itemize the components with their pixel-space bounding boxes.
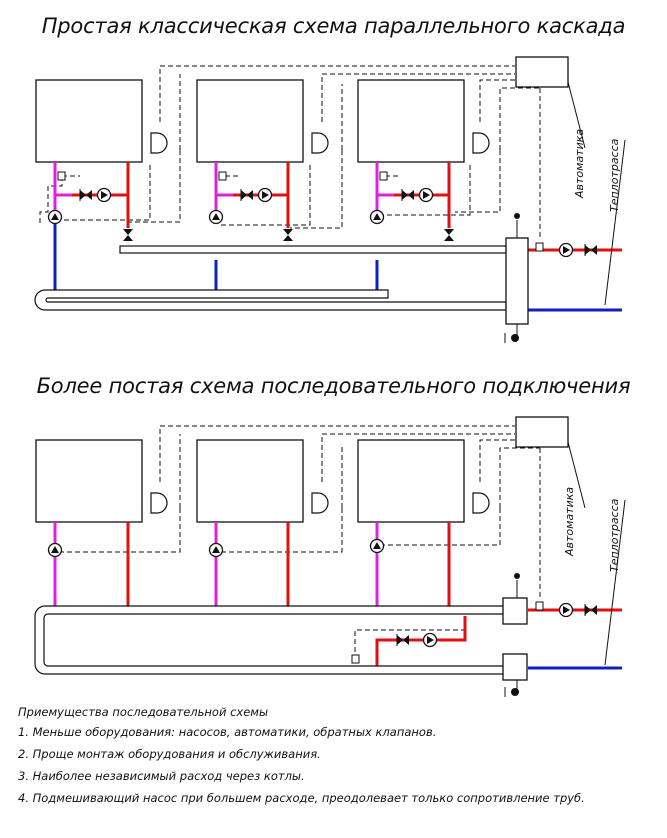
- note-item: 1. Меньше оборудования: насосов, автомат…: [18, 725, 437, 739]
- control-wiring: [39, 65, 541, 240]
- notes-heading: Приемущества последовательной схемы: [18, 705, 269, 719]
- automation-label: Автоматика: [573, 128, 586, 198]
- pump-icon: [422, 632, 438, 648]
- pump-icon: [96, 187, 112, 203]
- check-valve-icon: [396, 633, 410, 647]
- automation-controller: [515, 416, 569, 448]
- burner-icon: [311, 492, 329, 514]
- boiler-2: [196, 439, 304, 523]
- top-diagram-title: Простая классическая схема параллельного…: [41, 14, 626, 38]
- shutoff-valve-icon: [283, 229, 293, 241]
- loop-pipe: [34, 605, 507, 675]
- return-pipes: [53, 222, 622, 312]
- lower-manifold-block: [502, 653, 528, 681]
- check-valve-icon: [79, 188, 93, 202]
- supply-pipes: [126, 522, 622, 666]
- boiler-3: [357, 79, 465, 163]
- pump-icon: [418, 187, 434, 203]
- shutoff-valve-icon: [444, 229, 454, 241]
- pump-icon: [47, 209, 63, 225]
- boiler-3: [357, 439, 465, 523]
- heating-main-label: Теплотрасса: [608, 498, 621, 572]
- pump-icon: [369, 538, 385, 554]
- note-item: 2. Проще монтаж оборудования и обслужива…: [18, 747, 321, 761]
- note-item: 3. Наиболее независимый расход через кот…: [18, 769, 305, 783]
- pump-icon: [208, 209, 224, 225]
- burner-icon: [150, 132, 168, 154]
- check-valve-icon: [584, 243, 598, 257]
- control-wiring: [60, 425, 541, 652]
- pump-icon: [558, 242, 574, 258]
- upper-manifold-block: [502, 597, 528, 625]
- note-item: 4. Подмешивающий насос при большем расхо…: [18, 791, 585, 805]
- pump-icon: [257, 187, 273, 203]
- burner-icon: [311, 132, 329, 154]
- burner-icon: [472, 132, 490, 154]
- boiler-1: [35, 439, 143, 523]
- burner-icon: [150, 492, 168, 514]
- automation-label: Автоматика: [563, 486, 576, 556]
- bottom-diagram-title: Более постая схема последовательного под…: [36, 374, 631, 398]
- advantages-notes: Приемущества последовательной схемы 1. М…: [18, 704, 658, 812]
- check-valve-icon: [401, 188, 415, 202]
- pump-icon: [369, 209, 385, 225]
- pump-icon: [47, 542, 63, 558]
- pump-icon: [208, 542, 224, 558]
- hydraulic-separator: [505, 237, 529, 325]
- pump-icon: [558, 602, 574, 618]
- burner-icon: [472, 492, 490, 514]
- automation-controller: [515, 56, 569, 88]
- heating-main-label: Теплотрасса: [608, 138, 621, 212]
- top-diagram: [34, 56, 626, 343]
- bottom-diagram: [34, 416, 626, 697]
- check-valve-icon: [584, 603, 598, 617]
- boiler-return-pipes: [53, 162, 379, 214]
- boiler-2: [196, 79, 304, 163]
- boiler-return-pipes: [53, 522, 379, 606]
- boiler-1: [35, 79, 143, 163]
- manifold: [34, 245, 507, 311]
- check-valve-icon: [240, 188, 254, 202]
- shutoff-valve-icon: [123, 229, 133, 241]
